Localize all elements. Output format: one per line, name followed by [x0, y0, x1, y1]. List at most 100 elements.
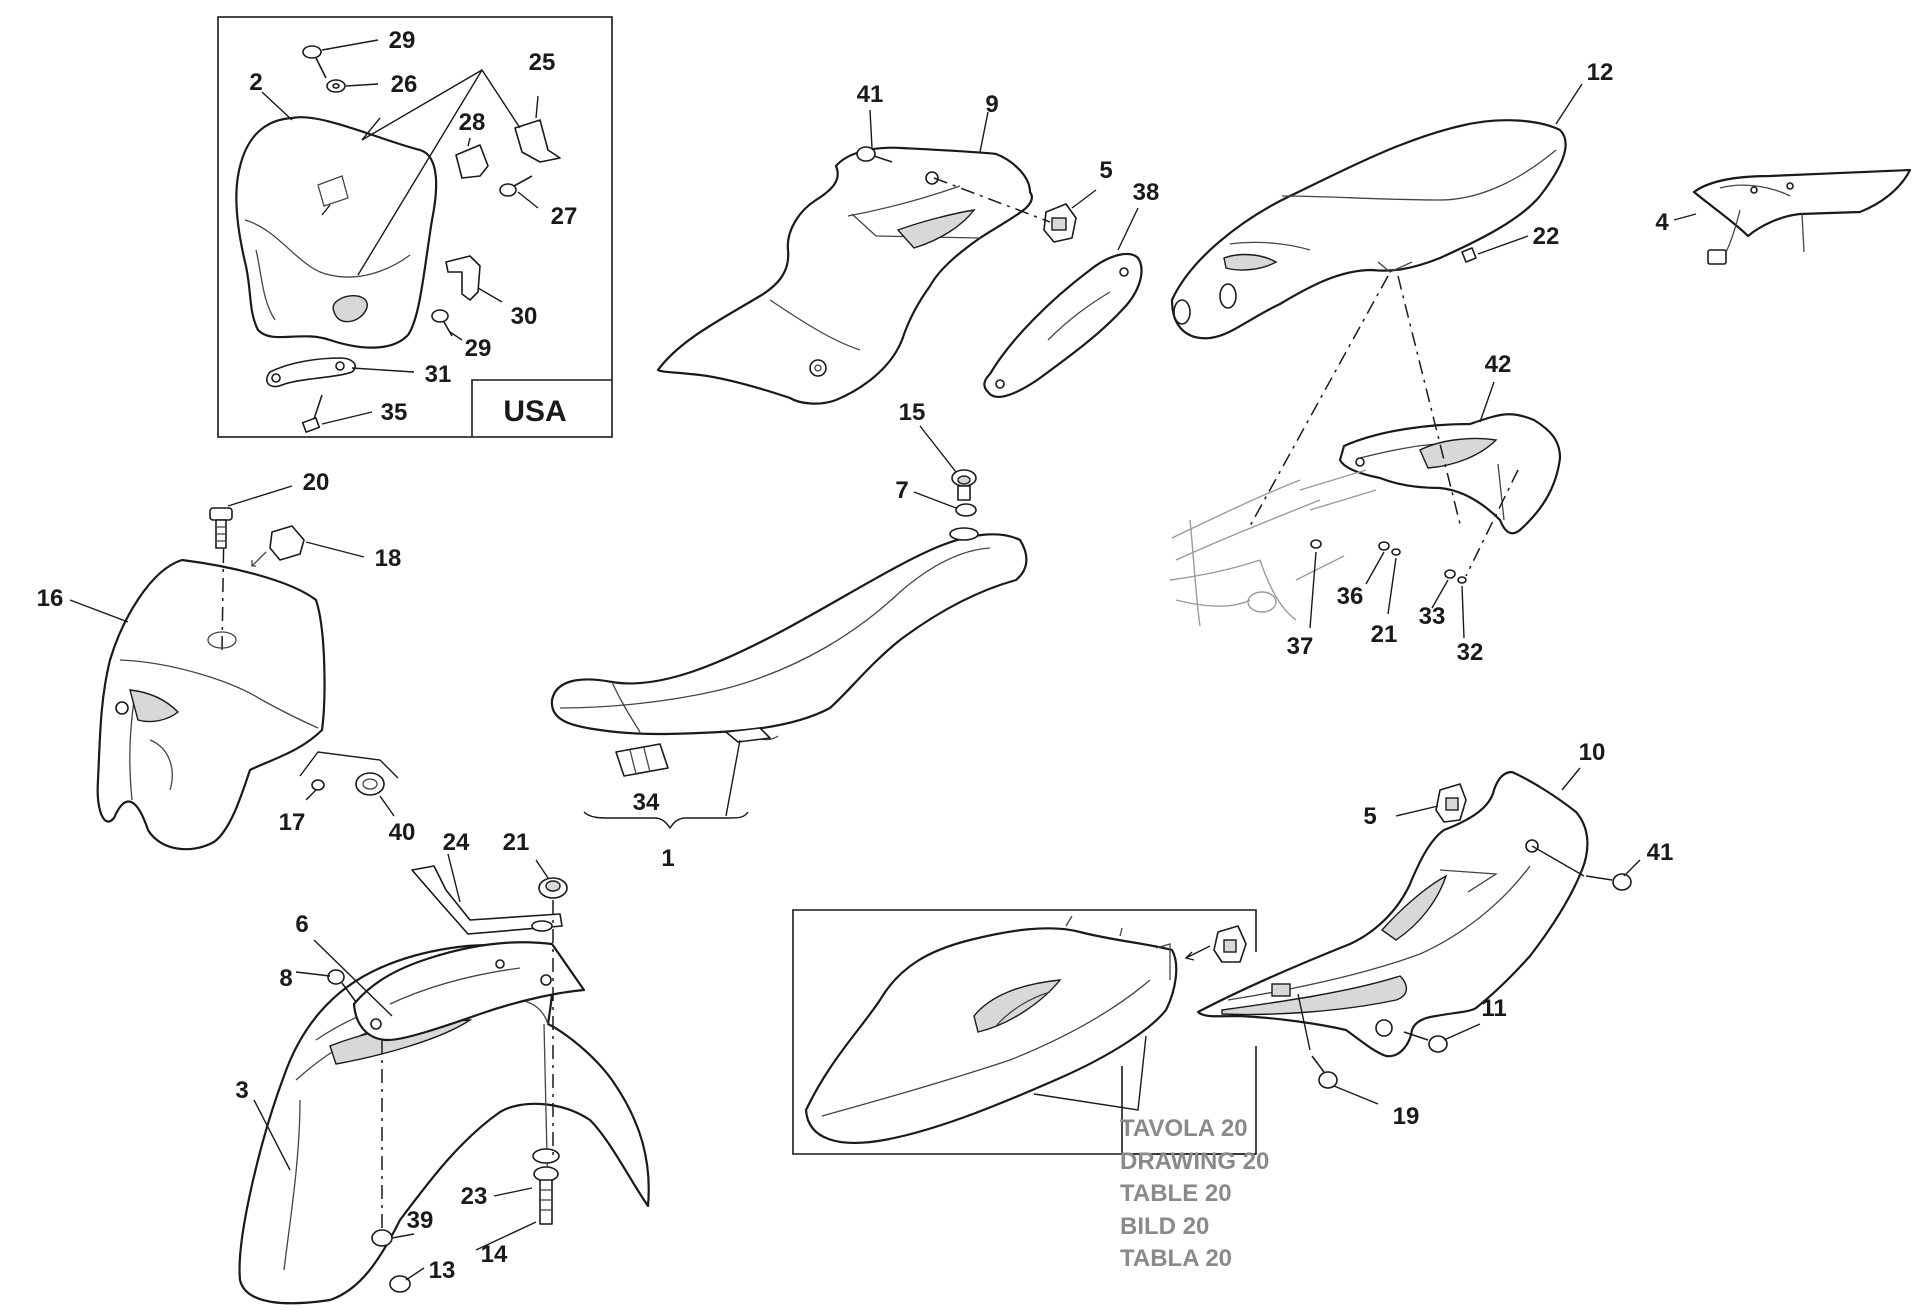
part-8-bolt: [327, 969, 357, 1003]
part-31-bracket: [266, 357, 356, 388]
part-16-front-fairing: [96, 558, 326, 851]
part-20-bolt: [209, 507, 233, 549]
callout-5-upper: 5: [1099, 157, 1112, 184]
callout-19: 19: [1393, 1103, 1420, 1130]
callout-39: 39: [407, 1207, 434, 1234]
part-1-seat: [550, 533, 1028, 736]
part-18-clip: [269, 525, 305, 561]
part-10-right-side-panel: [1196, 770, 1589, 1058]
right-side-panel-group: [792, 767, 1641, 1155]
part-41-bolt-right: [1585, 873, 1632, 891]
callout-10: 10: [1579, 739, 1606, 766]
reference-line-en-table: TABLE 20: [1120, 1180, 1232, 1207]
part-17-screw: [311, 779, 325, 791]
callout-29-top: 29: [389, 27, 416, 54]
part-9-left-side-panel: [656, 146, 1033, 405]
callout-41-left: 41: [857, 81, 884, 108]
callout-28: 28: [459, 109, 486, 136]
callout-23: 23: [461, 1183, 488, 1210]
part-40-clamp: [355, 772, 385, 796]
part-13-nut: [389, 1275, 411, 1293]
callout-26: 26: [391, 71, 418, 98]
callout-12: 12: [1587, 59, 1614, 86]
part-32-washer: [1457, 576, 1467, 584]
left-side-panel-group: [656, 109, 1143, 405]
part-14-bolt: [533, 1166, 559, 1225]
callout-36: 36: [1337, 583, 1364, 610]
part-2-number-plate: [235, 116, 438, 349]
usa-label-frame: [471, 379, 612, 437]
tail-group: [1169, 83, 1912, 639]
callout-1: 1: [661, 845, 674, 872]
part-28-clip: [455, 144, 489, 179]
usa-inset-frame: [217, 16, 613, 438]
part-34-rubber-block: [615, 743, 669, 777]
callout-2: 2: [249, 69, 262, 96]
callout-11: 11: [1481, 995, 1506, 1022]
callout-24: 24: [443, 829, 470, 856]
part-15-screw: [951, 469, 977, 501]
callout-17: 17: [279, 809, 306, 836]
callout-21-front: 21: [503, 829, 530, 856]
part-37-nut: [1310, 539, 1322, 549]
callout-40: 40: [389, 819, 416, 846]
part-6-fork-bracket: [352, 941, 586, 1042]
callout-3: 3: [235, 1077, 248, 1104]
part-42-rear-bracket: [1338, 413, 1562, 535]
callout-6: 6: [295, 911, 308, 938]
reference-line-es: TABLA 20: [1120, 1245, 1233, 1272]
part-24-bracket: [411, 865, 563, 935]
drawing-reference-block: TAVOLA 20 DRAWING 20 TABLE 20 BILD 20 TA…: [1120, 1113, 1269, 1276]
part-21-nut-front: [538, 877, 568, 899]
usa-inset: USA: [217, 16, 613, 438]
right-inset-frame: [792, 909, 1257, 1155]
callout-15: 15: [899, 399, 926, 426]
callout-42: 42: [1485, 351, 1512, 378]
front-fairing-group: [69, 485, 399, 851]
callout-14: 14: [481, 1241, 508, 1268]
callout-4: 4: [1655, 209, 1669, 236]
callout-29-lower: 29: [465, 335, 492, 362]
callout-21-rear: 21: [1371, 621, 1398, 648]
part-41-bolt-left: [856, 146, 893, 163]
callout-32: 32: [1457, 639, 1484, 666]
part-25-bracket: [514, 119, 561, 163]
callout-7: 7: [895, 477, 908, 504]
callout-8: 8: [279, 965, 292, 992]
usa-inset-label: USA: [503, 395, 566, 428]
callout-37: 37: [1287, 633, 1314, 660]
part-19-bolt: [1311, 1055, 1338, 1089]
callout-38: 38: [1133, 179, 1160, 206]
part-22-fastener: [1461, 247, 1477, 263]
front-mudguard-group: [238, 853, 650, 1305]
callout-41-right: 41: [1647, 839, 1674, 866]
reference-line-de: BILD 20: [1120, 1212, 1210, 1240]
part-12-rear-fender: [1170, 119, 1567, 340]
callout-13: 13: [429, 1257, 456, 1284]
part-30-bracket: [445, 255, 481, 301]
part-23-washer: [532, 1148, 560, 1164]
callout-30: 30: [511, 303, 538, 330]
callout-18: 18: [375, 545, 402, 572]
reference-line-en-drawing: DRAWING 20: [1120, 1147, 1270, 1175]
callout-33: 33: [1419, 603, 1446, 630]
callout-31: 31: [425, 361, 452, 388]
callout-numbers: 1 2 3 4 5 5 6 7 8 9 10 11 12 13 14 15 16…: [37, 27, 1674, 1284]
callout-22: 22: [1533, 223, 1560, 250]
callout-16: 16: [37, 585, 64, 612]
inset-panel-detail: [804, 927, 1178, 1144]
part-39-nut: [371, 1229, 393, 1247]
callout-34: 34: [633, 789, 660, 816]
seat-group: [550, 425, 1028, 830]
part-7-washer: [955, 503, 977, 517]
callout-25: 25: [529, 49, 556, 76]
part-4-seat-cover: [1692, 168, 1912, 238]
callout-35: 35: [381, 399, 408, 426]
part-21-washer-rear: [1391, 548, 1401, 556]
callout-27: 27: [551, 203, 578, 230]
part-29-bolt-lower: [431, 309, 453, 337]
part-33-screw: [1444, 569, 1456, 579]
callout-9: 9: [985, 91, 998, 118]
